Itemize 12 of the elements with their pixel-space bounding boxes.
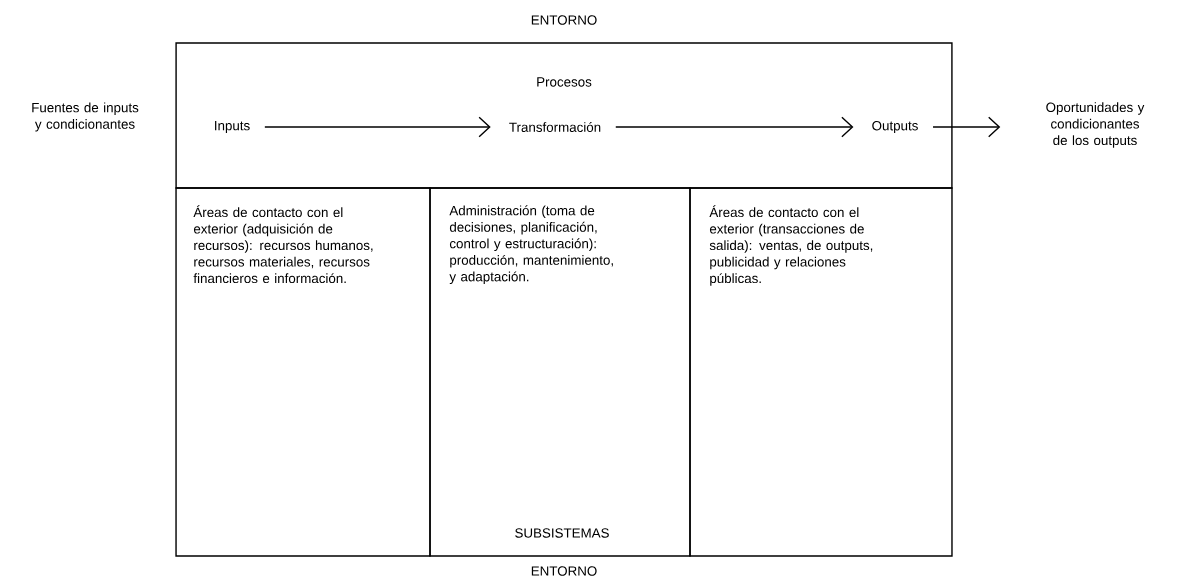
process-label: Outputs (872, 120, 918, 134)
arrow (264, 116, 491, 138)
arrow (932, 116, 1001, 138)
subsystem-panel: Administración (toma de decisiones, planificación, control y estructuración): producción, mantenimiento, y adaptación. SUBSISTEMAS (429, 187, 691, 557)
outcome-label: Oportunidades y condicionantes de los outputs (1046, 102, 1145, 148)
process-label: Transformación (509, 122, 601, 132)
subsystem-panel: Áreas de contacto con el exterior (adquisición de recursos): recursos humanos, recursos materiales, recursos financieros e información. (175, 187, 431, 557)
process-label: Inputs (215, 121, 250, 133)
environment-label: Fuentes de inputs y condicionantes (32, 102, 139, 132)
subsystem-panel: Áreas de contacto con el exterior (transacciones de salida): ventas, de outputs, publicidad y relaciones públicas. (689, 187, 953, 557)
environment-label: ENTORNO (531, 15, 597, 25)
arrow (615, 116, 854, 138)
